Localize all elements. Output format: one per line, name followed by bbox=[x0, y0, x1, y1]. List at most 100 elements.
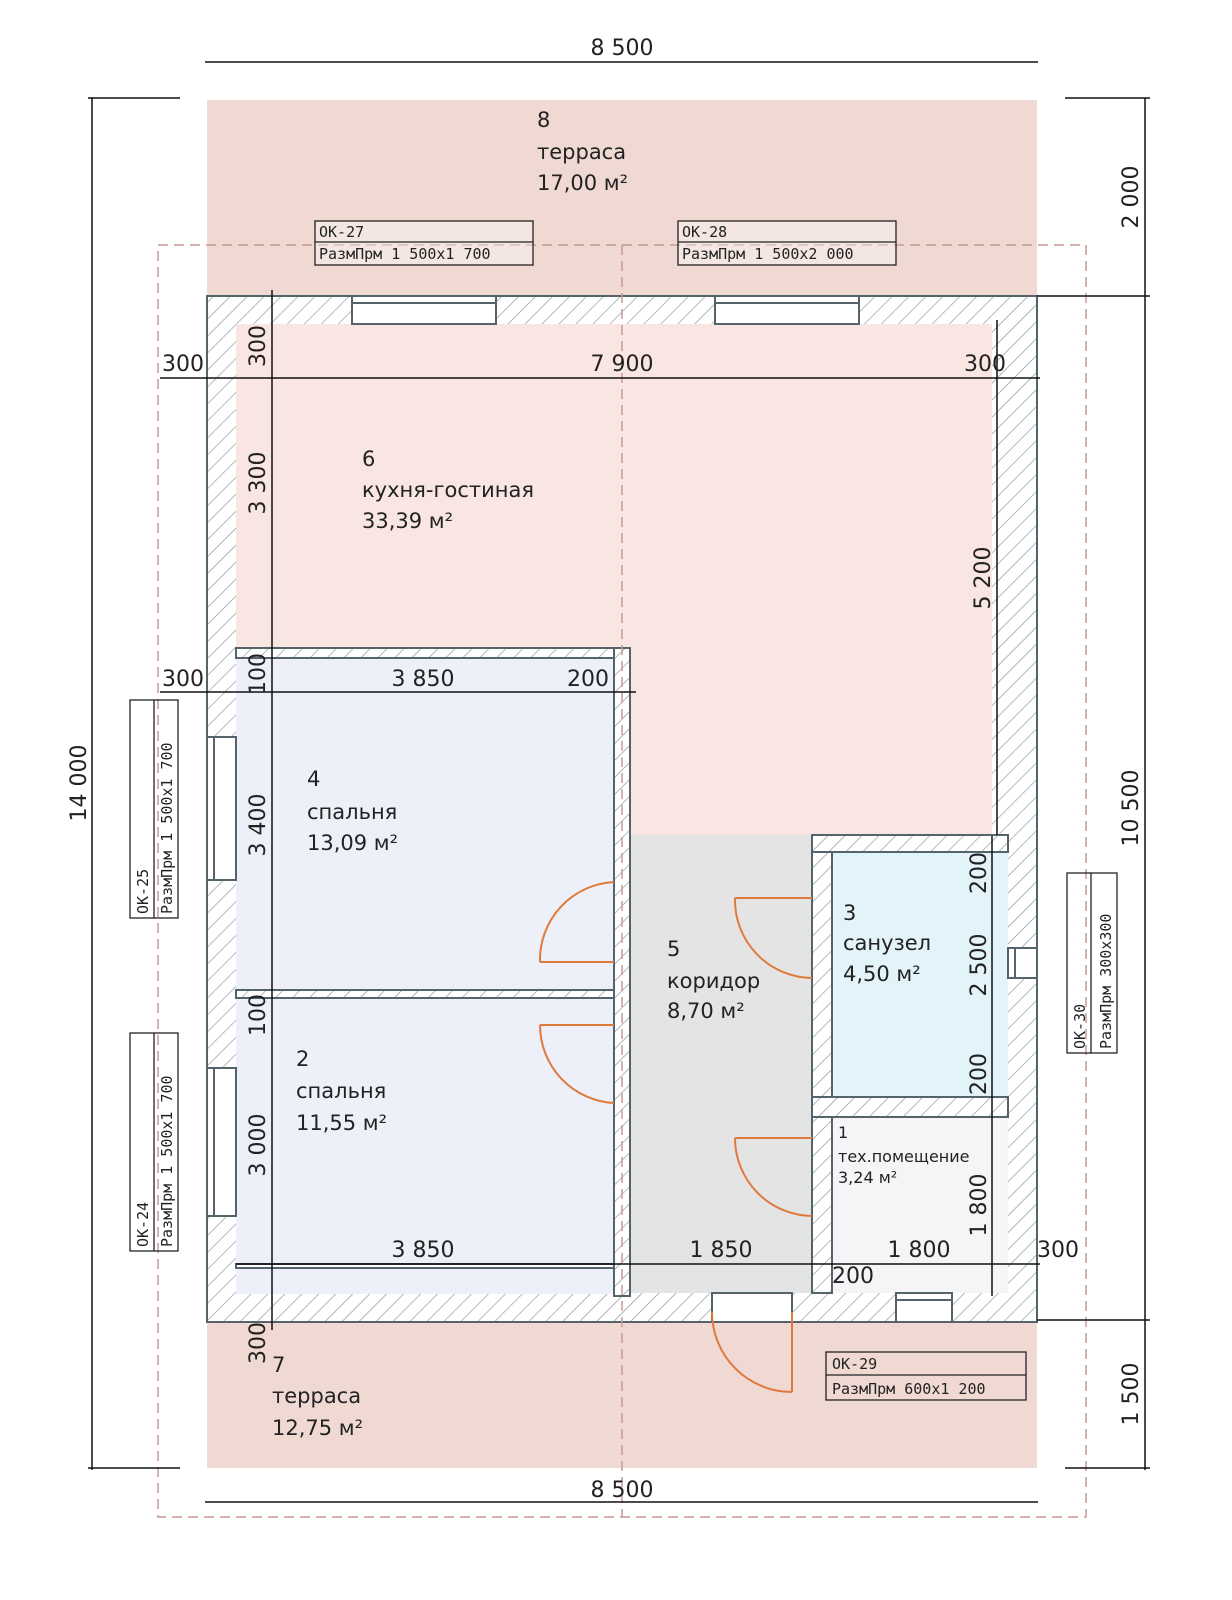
door-bathroom bbox=[733, 897, 813, 979]
dim-partition-vert-2: 100 bbox=[246, 994, 271, 1036]
terrace-top-name: терраса bbox=[537, 140, 626, 164]
window-ok27 bbox=[351, 295, 497, 325]
dim-wall-top-vertical: 300 bbox=[246, 325, 271, 367]
partition-bed4-bed2 bbox=[235, 989, 615, 999]
dim-tech-height: 1 800 bbox=[967, 1174, 992, 1237]
terrace-bottom-area: 12,75 м² bbox=[272, 1416, 363, 1440]
bedroom4-number: 4 bbox=[307, 767, 320, 791]
dimension-lines bbox=[88, 61, 1150, 1503]
window-ok25-mark: ОК-25 bbox=[134, 869, 152, 914]
bedroom-2-fill bbox=[236, 998, 614, 1294]
dim-bath-top: 200 bbox=[967, 852, 992, 894]
tech-number: 1 bbox=[838, 1123, 848, 1142]
tech-area: 3,24 м² bbox=[838, 1168, 897, 1187]
dim-partition-vert-4: 100 bbox=[246, 653, 271, 695]
kitchen-fill-extension bbox=[630, 640, 992, 835]
bedroom-4-fill bbox=[236, 658, 614, 990]
partition-corridor-bath bbox=[811, 834, 833, 1294]
window-tag-ok28: ОК-28 РазмПрм 1 500х2 000 bbox=[677, 220, 897, 266]
window-openings bbox=[206, 295, 1038, 1323]
corridor-number: 5 bbox=[667, 937, 680, 961]
dim-kitchen-right-height: 5 200 bbox=[971, 547, 996, 610]
door-tech bbox=[734, 1137, 813, 1217]
room-labels: 8 терраса 17,00 м² 6 кухня-гостиная 33,3… bbox=[272, 108, 970, 1440]
doors bbox=[538, 881, 813, 1393]
bathroom-name: санузел bbox=[843, 931, 931, 955]
window-ok28-mark: ОК-28 bbox=[682, 223, 727, 241]
window-ok30-mark: ОК-30 bbox=[1071, 1004, 1089, 1049]
window-ok29-mark: ОК-29 bbox=[832, 1355, 877, 1373]
tech-name: тех.помещение bbox=[838, 1147, 970, 1166]
window-tag-ok25: ОК-25 РазмПрм 1 500х1 700 bbox=[129, 699, 179, 919]
dim-bedroom2-width: 3 850 bbox=[392, 1238, 455, 1263]
entrance-opening bbox=[711, 1292, 793, 1323]
window-ok29-size: РазмПрм 600х1 200 bbox=[832, 1380, 986, 1398]
window-tag-ok24: ОК-24 РазмПрм 1 500х1 700 bbox=[129, 1032, 179, 1252]
terrace-bottom-fill bbox=[207, 1320, 1037, 1468]
bedroom2-number: 2 bbox=[296, 1047, 309, 1071]
bedroom2-name: спальня bbox=[296, 1079, 386, 1103]
window-tag-ok27: ОК-27 РазмПрм 1 500х1 700 bbox=[314, 220, 534, 266]
partition-bath-tech bbox=[811, 1096, 1009, 1118]
dim-kitchen-height: 3 300 bbox=[246, 452, 271, 515]
dim-right-middle: 10 500 bbox=[1119, 770, 1144, 847]
terrace-top-number: 8 bbox=[537, 108, 550, 132]
terrace-bottom-number: 7 bbox=[272, 1353, 285, 1377]
dimension-labels: 8 500 8 500 14 000 2 000 10 500 1 500 7 … bbox=[67, 36, 1144, 1503]
dim-wall-bottom-vertical: 300 bbox=[246, 1322, 271, 1364]
dim-wall-right-top: 300 bbox=[964, 352, 1006, 377]
dim-partition-4: 200 bbox=[567, 667, 609, 692]
bathroom-fill bbox=[832, 852, 1008, 1097]
dim-wall-left-mid: 300 bbox=[162, 667, 204, 692]
dim-top-total: 8 500 bbox=[591, 36, 654, 61]
dim-right-top: 2 000 bbox=[1119, 166, 1144, 229]
window-ok28-size: РазмПрм 1 500х2 000 bbox=[682, 245, 854, 263]
corridor-area: 8,70 м² bbox=[667, 999, 745, 1023]
dim-wall-right-bottom: 300 bbox=[1037, 1238, 1079, 1263]
kitchen-number: 6 bbox=[362, 447, 375, 471]
window-ok30-size: РазмПрм 300х300 bbox=[1097, 914, 1115, 1049]
terrace-top-area: 17,00 м² bbox=[537, 171, 628, 195]
terrace-bottom-name: терраса bbox=[272, 1384, 361, 1408]
window-ok30 bbox=[1007, 947, 1038, 979]
dim-right-bottom: 1 500 bbox=[1119, 1363, 1144, 1426]
window-ok24-mark: ОК-24 bbox=[134, 1202, 152, 1247]
window-tag-ok29: ОК-29 РазмПрм 600х1 200 bbox=[825, 1351, 1027, 1401]
door-bedroom-4 bbox=[538, 881, 615, 963]
dim-bottom-total: 8 500 bbox=[591, 1478, 654, 1503]
dim-bath-height: 2 500 bbox=[967, 934, 992, 997]
dim-bedroom4-height: 3 400 bbox=[246, 794, 271, 857]
bathroom-number: 3 bbox=[843, 901, 856, 925]
bedroom4-name: спальня bbox=[307, 800, 397, 824]
bedroom4-area: 13,09 м² bbox=[307, 831, 398, 855]
door-bedroom-2 bbox=[538, 1024, 615, 1104]
window-ok28 bbox=[714, 295, 860, 325]
window-ok25 bbox=[206, 736, 237, 881]
window-tag-ok30: ОК-30 РазмПрм 300х300 bbox=[1066, 872, 1118, 1054]
door-entrance bbox=[711, 1311, 793, 1393]
dim-left-total: 14 000 bbox=[67, 745, 92, 822]
window-ok24-size: РазмПрм 1 500х1 700 bbox=[158, 1075, 176, 1247]
dim-tech-width: 1 800 bbox=[888, 1238, 951, 1263]
axis-lines bbox=[157, 244, 1087, 1518]
window-ok27-size: РазмПрм 1 500х1 700 bbox=[319, 245, 491, 263]
interior-walls bbox=[235, 647, 1009, 1297]
corridor-fill bbox=[630, 835, 812, 1293]
dim-bedroom2-height: 3 000 bbox=[246, 1114, 271, 1177]
bedroom2-area: 11,55 м² bbox=[296, 1111, 387, 1135]
window-ok27-mark: ОК-27 bbox=[319, 223, 364, 241]
dim-corridor-width: 1 850 bbox=[690, 1238, 753, 1263]
dim-bath-bottom: 200 bbox=[967, 1053, 992, 1095]
bathroom-area: 4,50 м² bbox=[843, 962, 921, 986]
window-ok24 bbox=[206, 1067, 237, 1217]
dim-bedroom4-width: 3 850 bbox=[392, 667, 455, 692]
partition-bath-top bbox=[811, 834, 1009, 853]
window-ok25-size: РазмПрм 1 500х1 700 bbox=[158, 742, 176, 914]
kitchen-name: кухня-гостиная bbox=[362, 478, 534, 502]
kitchen-area: 33,39 м² bbox=[362, 509, 453, 533]
dim-kitchen-width: 7 900 bbox=[591, 352, 654, 377]
corridor-name: коридор bbox=[667, 969, 760, 993]
window-ok29 bbox=[895, 1292, 953, 1323]
dim-partition-bottom: 200 bbox=[832, 1264, 874, 1289]
